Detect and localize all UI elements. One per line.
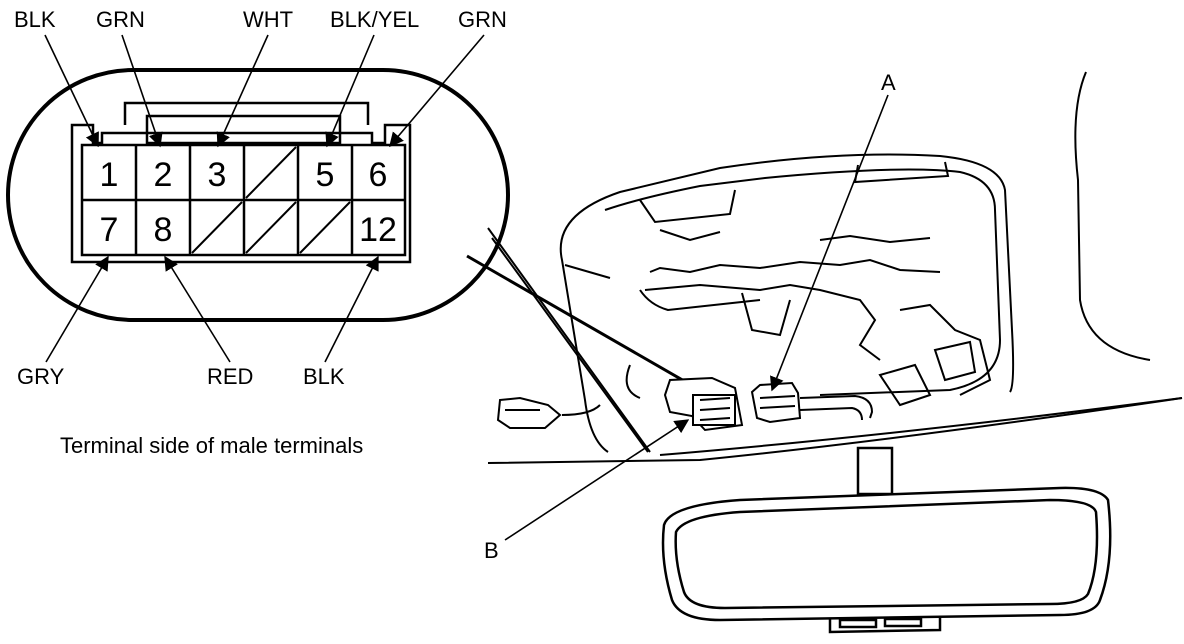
wire-labels: BLK GRN WHT BLK/YEL GRN GRY RED BLK [14, 7, 507, 389]
wire-label-2: GRN [96, 7, 145, 32]
leader-arrows [44, 34, 485, 363]
leader-6 [389, 34, 485, 148]
empty-cavity-9 [191, 201, 243, 254]
wire-label-6: GRN [458, 7, 507, 32]
terminal-7: 7 [100, 211, 119, 249]
terminal-5: 5 [316, 156, 335, 194]
wire-label-5: BLK/YEL [330, 7, 419, 32]
wire-label-1: BLK [14, 7, 56, 32]
leader-2 [121, 34, 163, 148]
terminal-8: 8 [154, 211, 173, 249]
oval-pointer [466, 254, 713, 399]
wire-label-8: RED [207, 364, 253, 389]
leader-8 [164, 255, 231, 363]
empty-cavity-10 [245, 201, 297, 254]
callout-a-label: A [881, 70, 896, 95]
terminal-2: 2 [154, 156, 173, 194]
terminal-numbers: 1 2 3 5 6 7 8 12 [100, 156, 397, 249]
leader-3 [216, 34, 269, 148]
leader-1 [44, 34, 99, 148]
empty-cavity-marks [191, 146, 351, 254]
wire-label-7: GRY [17, 364, 65, 389]
callout-b-label: B [484, 538, 499, 563]
caption: Terminal side of male terminals [60, 433, 363, 458]
wire-label-3: WHT [243, 7, 293, 32]
leader-12 [324, 255, 379, 363]
connector-face [70, 101, 412, 264]
wire-label-12: BLK [303, 364, 345, 389]
callout-a-leader [770, 94, 889, 392]
callout-b-leader [504, 419, 690, 541]
rearview-mirror-drawing [661, 446, 1112, 634]
terminal-6: 6 [369, 156, 388, 194]
callout-leaders [504, 94, 889, 541]
leader-5 [325, 34, 375, 148]
empty-cavity-4 [245, 146, 297, 199]
terminal-3: 3 [208, 156, 227, 194]
connector-a-drawing [750, 381, 874, 424]
roof-console-drawing [487, 71, 1183, 464]
leader-7 [45, 255, 109, 363]
empty-cavity-11 [299, 201, 351, 254]
terminal-1: 1 [100, 156, 119, 194]
terminal-12: 12 [359, 211, 397, 249]
connector-b-drawing [663, 376, 744, 432]
